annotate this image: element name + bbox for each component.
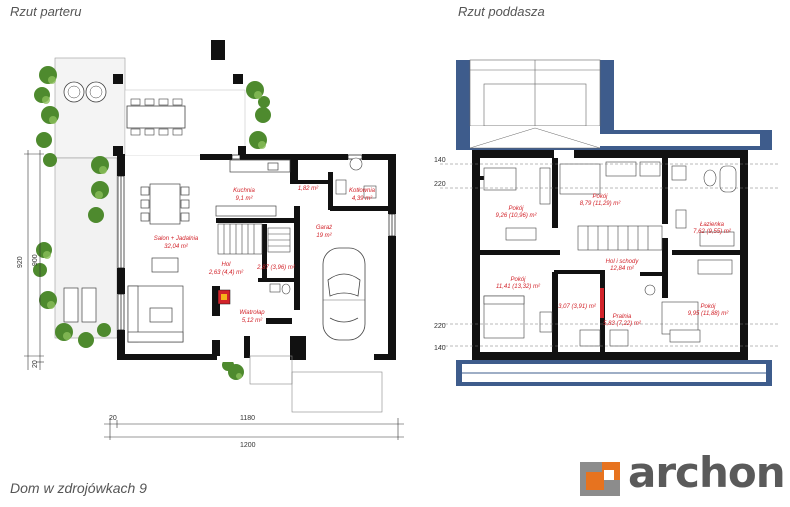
attic-room-labels: Pokój 9,26 (10,96) m² Pokój 8,79 (11,29)… (495, 194, 731, 327)
dimension-bottom-total: 1200 (240, 442, 256, 449)
room-label-name: Pokój (592, 194, 608, 200)
room-label-name: Wiatrołap (239, 310, 265, 316)
dimension-bottom-small: 20 (109, 415, 117, 422)
archon-logo-text: archon (628, 448, 786, 497)
room-label-name: Pokój (508, 206, 524, 212)
attic-level-label: 140 (434, 345, 446, 352)
room-label-area: 11,41 (13,32) m² (496, 284, 541, 290)
room-label-name: Salon + Jadalnia (154, 236, 199, 242)
ground-floor-stairs (217, 223, 291, 255)
living-sofa (127, 257, 184, 343)
kitchen-counters (215, 159, 291, 217)
ground-floor-room-labels: Kuchnia 9,1 m² 1,82 m² Kotłownia 4,39 m²… (154, 186, 376, 324)
round-table-2 (85, 81, 107, 103)
sun-lounger-1 (63, 287, 79, 323)
archon-logo-icon (580, 462, 620, 496)
room-label-area: 9,26 (10,96) m² (495, 213, 537, 219)
entrance-steps (249, 355, 383, 413)
boiler-equipment (335, 157, 377, 199)
dimension-left-total: 920 (17, 256, 24, 268)
room-label-area: 8,79 (11,29) m² (580, 201, 622, 207)
room-label-area: 9,1 m² (235, 196, 253, 202)
ground-floor-walls (117, 154, 396, 360)
room-label-name: Pralnia (613, 314, 632, 320)
pergola-posts (113, 74, 246, 156)
room-label-area: 5,83 (7,22) m² (603, 321, 642, 327)
attic-accent-marks (600, 288, 604, 318)
room-label-area: 5,12 m² (242, 318, 263, 324)
room-label-area: 9,95 (11,88) m² (688, 311, 730, 317)
attic-level-label: 220 (434, 181, 446, 188)
dimension-lines (24, 150, 404, 440)
round-table-1 (63, 81, 85, 103)
room-label-name: Garaż (316, 225, 332, 231)
room-label-name: Pokój (700, 304, 716, 310)
attic-stairs (577, 225, 663, 251)
attic-roof-band-top (456, 126, 772, 150)
ground-floor-header: Rzut parteru (10, 4, 82, 19)
roof-edge-right (600, 60, 614, 130)
room-label-area: 12,84 m² (610, 266, 635, 272)
room-label-area: 7,62 (9,55) m² (693, 229, 732, 235)
room-label-area: 4,39 m² (352, 196, 373, 202)
room-label-name: Łazienka (700, 222, 725, 228)
terrace-top (54, 57, 126, 159)
ground-floor-windows (117, 154, 396, 331)
knee-wall-lines (440, 163, 778, 347)
room-label-area: 1,82 m² (298, 186, 319, 192)
attic-header: Rzut poddasza (458, 4, 545, 19)
attic-roof-band-bottom (456, 360, 772, 386)
room-label-name: Hol (221, 262, 231, 268)
chimney (211, 40, 225, 60)
room-label-name: Pokój (510, 277, 526, 283)
dimension-bottom-inner: 1180 (240, 415, 255, 422)
room-label-area: 2,63 (4,4) m² (208, 270, 244, 276)
outdoor-table (126, 105, 186, 129)
room-label-area: 2,87 (3,96) m² (256, 265, 296, 271)
room-label-area: 19 m² (316, 233, 332, 239)
attic-level-label: 140 (434, 157, 446, 164)
room-label-name: Kotłownia (349, 188, 376, 194)
attic-plan: 140 220 220 140 Pokój 9,26 (10,96) m² Po… (434, 59, 778, 386)
garage-car (322, 247, 366, 341)
ground-floor-wc (269, 283, 291, 295)
ground-floor-plan: Kuchnia 9,1 m² 1,82 m² Kotłownia 4,39 m²… (17, 40, 404, 449)
room-label-name: Kuchnia (233, 188, 255, 194)
project-name: Dom w zdrojówkach 9 (10, 480, 147, 496)
dimension-left-small: 20 (32, 360, 39, 368)
outdoor-chairs (130, 98, 183, 136)
room-label-area: 3,07 (3,91) m² (558, 304, 597, 310)
dining-set (140, 183, 190, 225)
attic-level-label: 220 (434, 323, 446, 330)
room-label-name: Hol i schody (606, 259, 640, 265)
attic-furniture (483, 161, 737, 347)
room-label-area: 32,04 m² (164, 244, 189, 250)
roof-edge-left (456, 60, 470, 130)
dimension-left-inner: 900 (32, 254, 39, 266)
sun-lounger-2 (81, 287, 97, 323)
